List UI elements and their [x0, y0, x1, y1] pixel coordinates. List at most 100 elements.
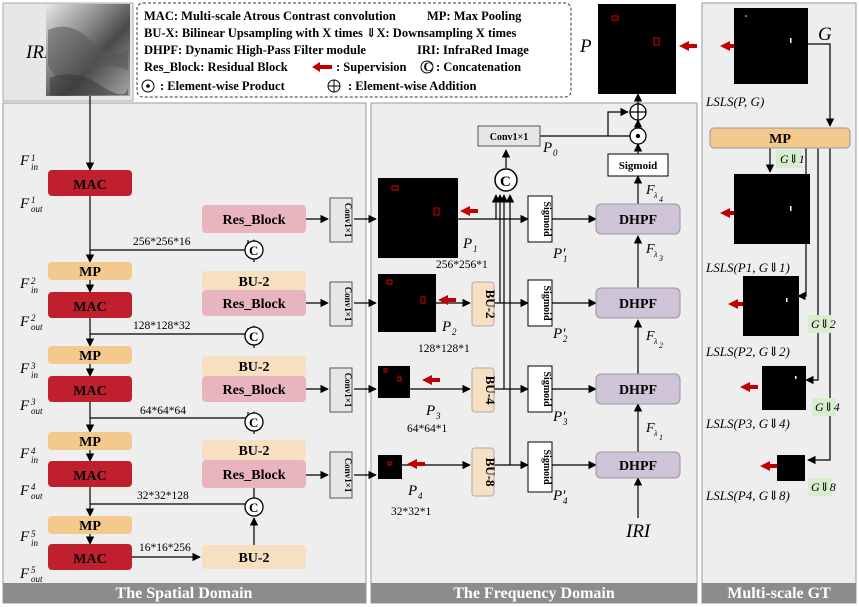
- svg-text:MP: MP: [79, 349, 101, 364]
- svg-text:2: 2: [31, 276, 36, 286]
- svg-text:5: 5: [31, 565, 36, 575]
- svg-text:3: 3: [435, 411, 441, 421]
- svg-text:128*128*1: 128*128*1: [418, 343, 470, 355]
- bu2-block-3: [202, 440, 306, 460]
- svg-text:2: 2: [659, 341, 663, 350]
- sigmoid-block-3: [527, 365, 553, 413]
- legend-product: : Element-wise Product: [160, 79, 286, 93]
- legend-concat: : Concatenation: [436, 60, 521, 74]
- svg-text:Conv1×1: Conv1×1: [343, 458, 353, 493]
- legend-mac: MAC: Multi-scale Atrous Contrast convolu…: [144, 9, 396, 23]
- dhpf-blocks: DHPF DHPF DHPF DHPF: [595, 203, 681, 479]
- svg-text:1: 1: [31, 153, 36, 163]
- svg-text:BU-2: BU-2: [238, 360, 269, 375]
- gt-title: Multi-scale GT: [727, 585, 831, 602]
- concat-nodes-spatial: C C C C: [244, 240, 264, 517]
- svg-text:Res_Block: Res_Block: [223, 468, 286, 483]
- svg-text:MAC: MAC: [73, 178, 106, 193]
- svg-text:1: 1: [473, 244, 478, 254]
- legend-supervision: : Supervision: [336, 60, 407, 74]
- concat-icon: [244, 326, 264, 346]
- frequency-connectors: [402, 93, 643, 518]
- svg-text:2: 2: [452, 327, 457, 337]
- legend-dhpf: DHPF: Dynamic High-Pass Filter module: [144, 43, 366, 57]
- svg-text:4: 4: [31, 482, 36, 492]
- feature-labels: F F F F F F F F F F: [19, 153, 30, 582]
- svg-text:P': P': [552, 246, 566, 262]
- prediction-maps: [378, 4, 676, 479]
- svg-text:F: F: [19, 276, 30, 292]
- conv-block-2: [329, 281, 353, 327]
- res-block-2: [202, 290, 306, 316]
- gt-title-bar: [702, 583, 856, 603]
- svg-text:P': P': [552, 326, 566, 342]
- svg-text:G⇓1: G⇓1: [780, 152, 805, 166]
- g-down8-tag: [808, 478, 832, 496]
- svg-text:BU-2: BU-2: [238, 444, 269, 459]
- svg-text:4: 4: [418, 491, 423, 501]
- supervision-icon: [460, 206, 478, 216]
- svg-text:C: C: [249, 243, 258, 258]
- bu4-freq-block: [471, 367, 495, 413]
- supervision-icon: [760, 461, 778, 471]
- supervision-icon: [407, 459, 425, 469]
- bu2-block-4: [202, 545, 306, 569]
- svg-text:BU-4: BU-4: [483, 376, 498, 405]
- svg-text:P: P: [542, 140, 552, 156]
- svg-text:MP: MP: [79, 435, 101, 450]
- legend-iri: IRI: InfraRed Image: [417, 43, 529, 57]
- svg-text:5: 5: [31, 529, 36, 539]
- svg-text:in: in: [31, 285, 39, 295]
- svg-text:0: 0: [553, 148, 558, 158]
- p-final-map: [598, 4, 676, 94]
- spatial-domain-title: The Spatial Domain: [116, 585, 253, 602]
- svg-text:P: P: [441, 319, 451, 335]
- svg-text:F: F: [19, 153, 30, 169]
- svg-text:Sigmoid: Sigmoid: [619, 160, 658, 172]
- frequency-title-bar: [371, 583, 697, 603]
- p3-map: [378, 366, 410, 398]
- svg-text:2: 2: [563, 334, 568, 344]
- sigmoid-block-top: [607, 153, 669, 177]
- svg-text:F: F: [645, 329, 655, 344]
- svg-text:out: out: [31, 406, 43, 416]
- svg-text:BU-2: BU-2: [238, 275, 269, 290]
- svg-text:256*256*16: 256*256*16: [133, 236, 191, 248]
- mac-block-1: [48, 170, 132, 196]
- svg-text:Conv1×1: Conv1×1: [343, 373, 353, 408]
- svg-text:G⇓2: G⇓2: [811, 317, 836, 331]
- svg-text:MAC: MAC: [73, 384, 106, 399]
- concat-icon: [244, 412, 264, 432]
- dimension-labels: 256*256*16 128*128*32 64*64*64 32*32*128…: [133, 236, 191, 554]
- spatial-title-bar: [3, 583, 366, 603]
- mac-block-2: [48, 292, 132, 318]
- legend-bu: BU-X: Bilinear Upsampling with X times ⇓…: [144, 26, 517, 40]
- svg-text:256*256*1: 256*256*1: [436, 259, 488, 271]
- conv-block-3: [329, 367, 353, 413]
- conv-block-1: [329, 197, 353, 243]
- svg-text:MP: MP: [79, 519, 101, 534]
- svg-text:out: out: [31, 322, 43, 332]
- mp-block-4: [48, 516, 132, 534]
- svg-text:F: F: [19, 314, 30, 330]
- svg-text:out: out: [31, 491, 43, 501]
- svg-text:MAC: MAC: [73, 300, 106, 315]
- svg-text:Conv1×1: Conv1×1: [343, 203, 353, 238]
- supervision-icon: [728, 299, 746, 309]
- svg-text:64*64*64: 64*64*64: [140, 405, 186, 417]
- svg-text:λ: λ: [653, 191, 658, 200]
- svg-text:out: out: [31, 574, 43, 584]
- svg-text:LSLS(P4, G⇓8): LSLS(P4, G⇓8): [705, 488, 790, 503]
- mp-block-2: [48, 346, 132, 364]
- sigmoid-block-4: [527, 441, 553, 493]
- svg-text:out: out: [31, 204, 43, 214]
- dhpf-block-4: [595, 203, 681, 235]
- svg-text:2: 2: [31, 313, 36, 323]
- svg-text:1: 1: [31, 195, 36, 205]
- svg-text:3: 3: [658, 254, 663, 263]
- bu2-block-1: [202, 271, 306, 291]
- svg-text:DHPF: DHPF: [619, 297, 657, 312]
